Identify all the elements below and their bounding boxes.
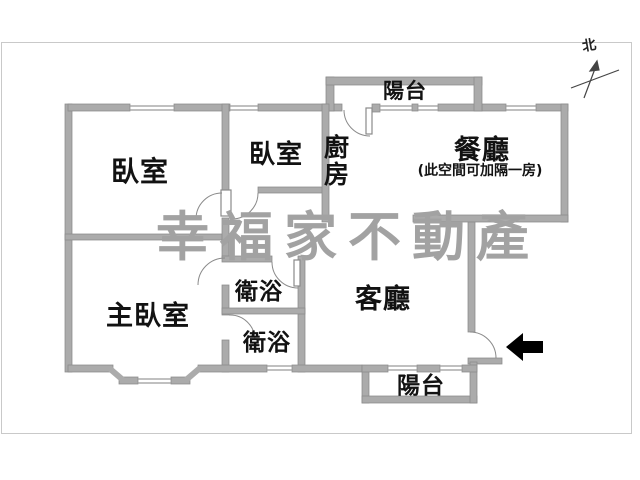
room-label-bath2: 衛浴 bbox=[243, 330, 291, 356]
door-leaves bbox=[220, 107, 373, 287]
north-arrow-icon bbox=[570, 59, 620, 99]
room-label-living: 客廳 bbox=[355, 284, 411, 315]
walls-layer bbox=[64, 76, 569, 404]
bay-window-walls bbox=[107, 365, 202, 383]
room-label-kitchen: 廚 房 bbox=[323, 133, 350, 189]
room-label-dining: 餐廳 bbox=[454, 135, 510, 166]
door-arcs bbox=[195, 109, 497, 359]
room-label-balcony-top: 陽台 bbox=[383, 79, 427, 103]
entry-arrow-icon bbox=[506, 333, 543, 361]
watermark-text: 幸福家不動產 bbox=[156, 207, 540, 268]
room-label-bath1: 衛浴 bbox=[235, 279, 283, 305]
room-label-master-bedroom: 主臥室 bbox=[106, 301, 190, 332]
room-label-bedroom1: 臥室 bbox=[110, 155, 169, 188]
room-label-dining-note: (此空間可加隔一房) bbox=[417, 163, 543, 179]
room-label-bedroom2: 臥室 bbox=[248, 140, 303, 170]
room-label-balcony-bottom: 陽台 bbox=[397, 373, 445, 399]
windows-layer bbox=[130, 105, 536, 384]
